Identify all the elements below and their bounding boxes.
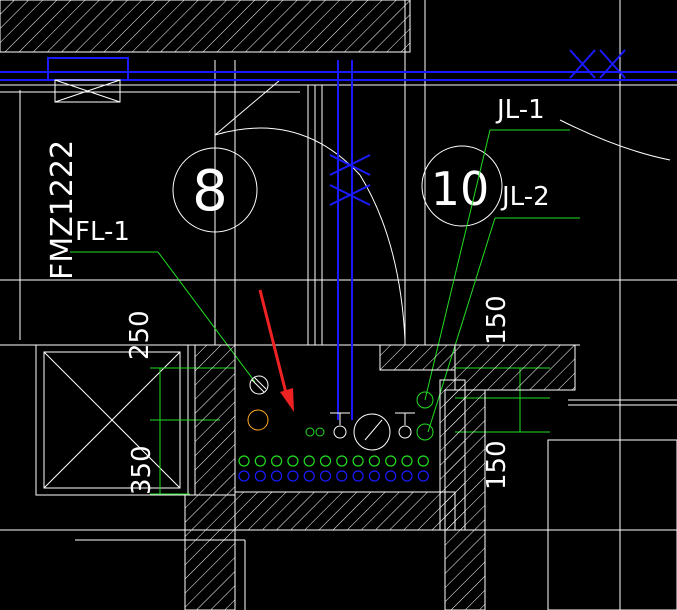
dim-label-350: 350: [127, 445, 157, 495]
fixture-row: [247, 375, 434, 451]
drain-pipe-circle: [368, 455, 380, 467]
leader-lines: [70, 129, 580, 433]
supply-pipe-circle: [417, 470, 429, 482]
drain-pipe-circle: [287, 455, 299, 467]
drain-pipe-circle: [303, 455, 315, 467]
drain-pipe-circle: [385, 455, 397, 467]
right-room: [75, 399, 677, 610]
room-number-left: 8: [192, 159, 228, 224]
top-wall: [0, 0, 677, 93]
drain-pipe-circle: [271, 455, 283, 467]
annotation-arrow: [258, 289, 294, 412]
supply-pipe-circle: [352, 470, 364, 482]
dim-label-150-bottom: 150: [482, 440, 512, 490]
pipe-label-jl1: JL-1: [495, 95, 545, 125]
supply-pipe-circle: [336, 470, 348, 482]
drain-pipe-circle: [238, 455, 250, 467]
supply-pipe-circle: [385, 470, 397, 482]
supply-pipe-circle: [319, 470, 332, 482]
window-fixture: [54, 79, 121, 103]
drain-pipe-circle: [401, 455, 413, 467]
pipe-shafts: [307, 85, 323, 345]
pipe-bundle: [238, 455, 429, 482]
shaft-walls: [184, 344, 576, 610]
dim-label-150-top: 150: [482, 295, 512, 345]
room-marker-right: 10: [421, 145, 503, 227]
drain-pipe-circle: [319, 455, 332, 467]
supply-pipe-circle: [271, 470, 283, 482]
drain-pipe-circle: [352, 455, 364, 467]
supply-pipe-circle: [238, 470, 250, 482]
room-marker-left: 8: [172, 147, 258, 233]
pipe-label-jl2: JL-2: [500, 182, 550, 212]
drain-pipe-circle: [254, 455, 266, 467]
door-swings: [214, 79, 671, 341]
dim-label-250: 250: [125, 310, 155, 360]
drain-pipe-circle: [336, 455, 348, 467]
pipe-label-fl1: FL-1: [75, 217, 130, 247]
room-number-right: 10: [431, 162, 490, 216]
supply-pipe-circle: [287, 470, 299, 482]
supply-pipe-circle: [368, 470, 380, 482]
supply-pipe-circle: [303, 470, 315, 482]
supply-pipe-circle: [401, 470, 413, 482]
door-code-label: FMZ1222: [45, 140, 80, 280]
supply-pipe-circle: [254, 470, 266, 482]
drain-pipe-circle: [417, 455, 429, 467]
